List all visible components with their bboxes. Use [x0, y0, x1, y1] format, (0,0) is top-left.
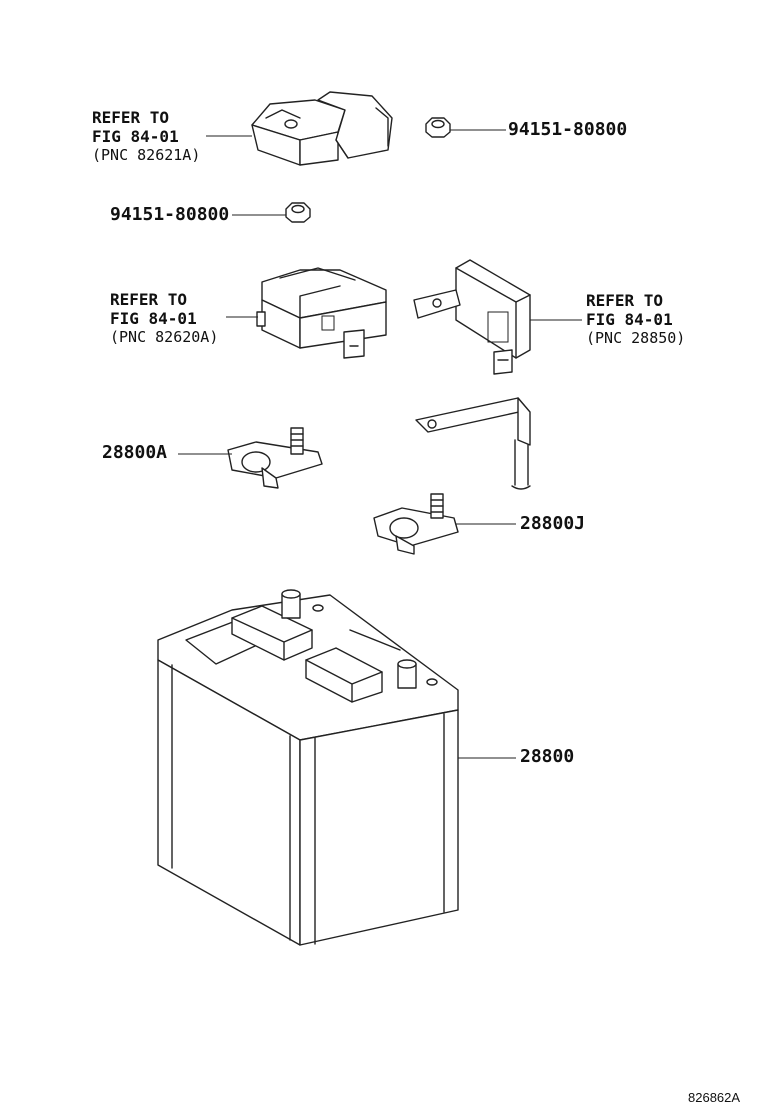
callout-82621a-line2: FIG 84-01: [92, 127, 179, 146]
callout-28850: REFER TO FIG 84-01 (PNC 28850): [586, 291, 685, 348]
bracket-fusible-link-28850: [413, 259, 531, 375]
figure-reference: 826862A: [688, 1090, 741, 1105]
fuse-block-cover-82621a: [251, 91, 393, 166]
part-number-battery: 28800: [520, 746, 575, 767]
battery: [157, 589, 459, 946]
callout-28850-line3: (PNC 28850): [586, 329, 686, 347]
part-number-nut-left: 94151-80800: [110, 204, 230, 225]
battery-terminal-28800a: [227, 427, 323, 489]
callout-82620a-line3: (PNC 82620A): [110, 328, 219, 346]
callout-82621a: REFER TO FIG 84-01 (PNC 82621A): [92, 108, 200, 165]
negative-strap-cable: [415, 397, 531, 490]
relay-block-82620a: [256, 267, 387, 359]
nut-left: [285, 202, 311, 223]
battery-terminal-28800j: [373, 493, 459, 555]
callout-82620a-line1: REFER TO: [110, 290, 188, 309]
callout-28850-line2: FIG 84-01: [586, 310, 673, 329]
part-number-nut-top: 94151-80800: [508, 119, 628, 140]
nut-top: [425, 117, 451, 138]
callout-82620a: REFER TO FIG 84-01 (PNC 82620A): [110, 290, 218, 347]
callout-82621a-line1: REFER TO: [92, 108, 170, 127]
part-number-terminal-a: 28800A: [102, 442, 168, 463]
callout-82620a-line2: FIG 84-01: [110, 309, 197, 328]
part-number-terminal-j: 28800J: [520, 513, 586, 534]
callout-28850-line1: REFER TO: [586, 291, 664, 310]
callout-82621a-line3: (PNC 82621A): [92, 146, 201, 164]
